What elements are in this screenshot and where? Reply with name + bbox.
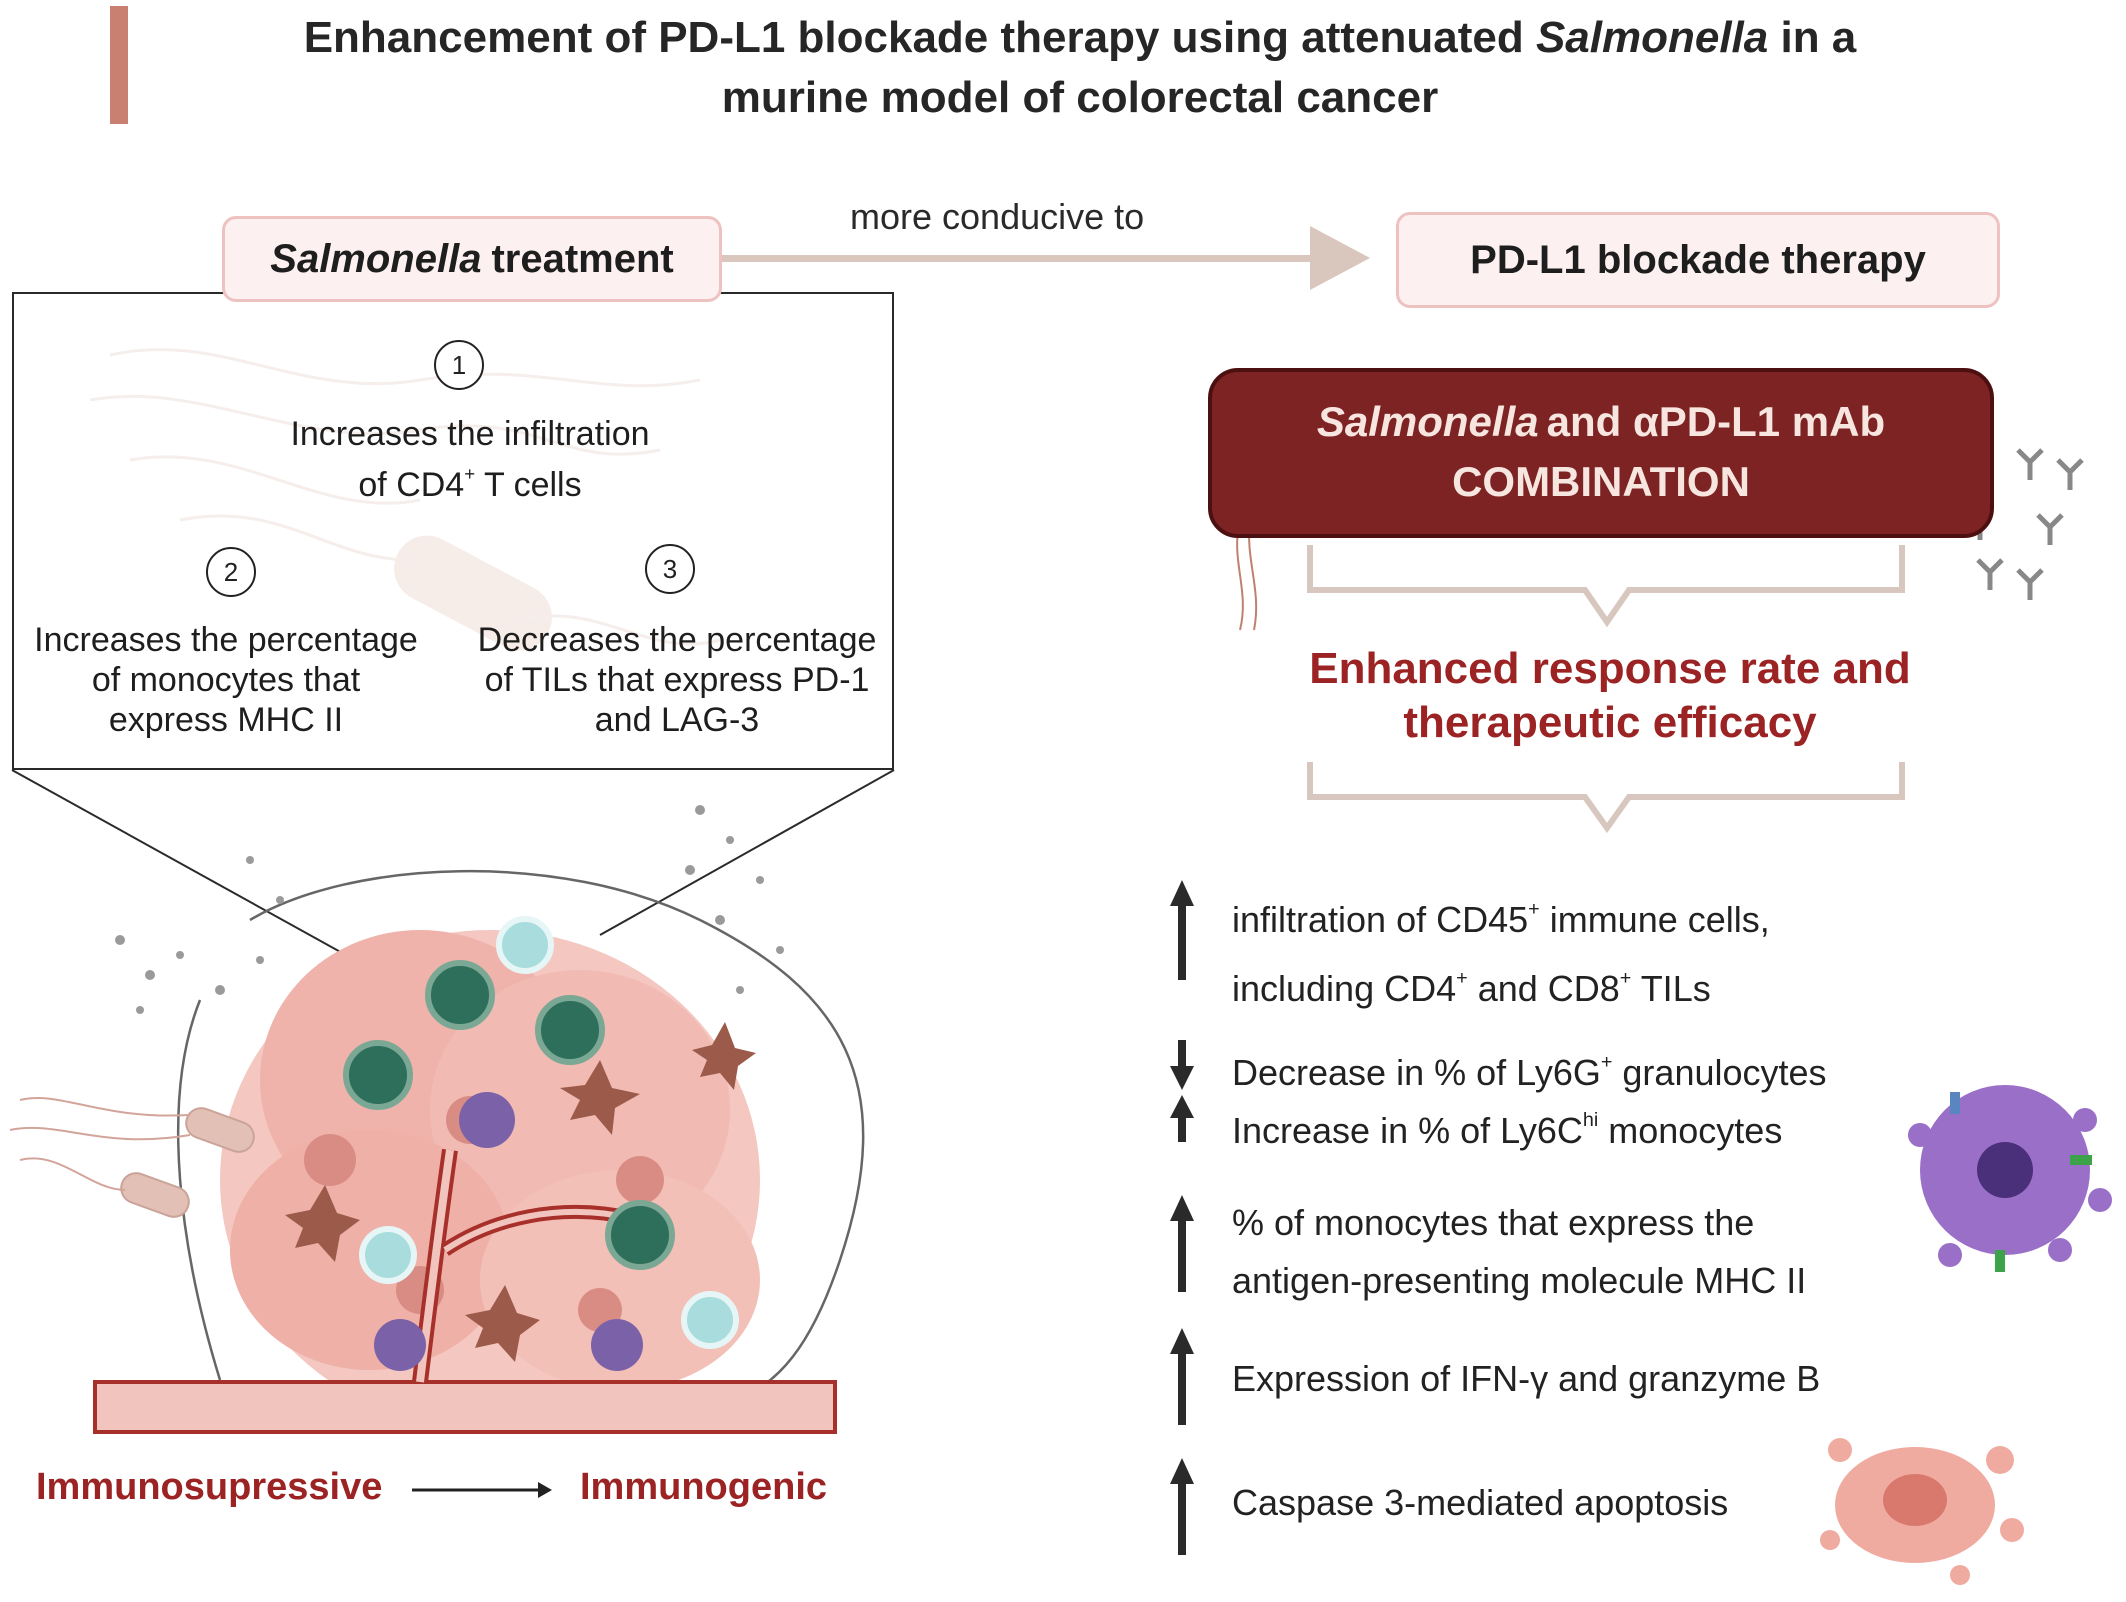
- blood-vessel: [93, 1148, 837, 1434]
- effect-number-3: 3: [645, 544, 695, 594]
- bracket-top: [1307, 545, 1905, 628]
- effect-number-2: 2: [206, 547, 256, 597]
- outcome-6: Caspase 3-mediated apoptosis: [1232, 1482, 1729, 1523]
- outcome-1: infiltration of CD45+ immune cells, incl…: [1232, 880, 1770, 1018]
- outcome-3-b: monocytes: [1598, 1109, 1783, 1151]
- effect-3-line3: and LAG-3: [594, 701, 760, 739]
- cyan-cells: [359, 916, 739, 1349]
- title-part1: Enhancement of PD-L1 blockade therapy us…: [303, 13, 1524, 62]
- outcome-2-a-sup: +: [1600, 1051, 1613, 1073]
- effect-1-line2-pre: of CD4: [358, 465, 465, 504]
- macrophage-cells: [285, 1022, 756, 1362]
- salmonella-treatment-box: Salmonella treatment: [222, 216, 722, 302]
- pdl1-therapy-box: PD-L1 blockade therapy: [1396, 212, 2000, 308]
- effect-2-line1: Increases the percentage: [34, 621, 418, 659]
- title-accent-bar: [110, 6, 128, 124]
- enhanced-response-text: Enhanced response rate and therapeutic e…: [1240, 642, 1980, 750]
- outcome-1-a: infiltration of CD45: [1232, 898, 1529, 940]
- outcome-3-a-sup: hi: [1582, 1109, 1599, 1131]
- therapy-label: PD-L1 blockade therapy: [1470, 237, 1926, 282]
- monocyte-icon: [1908, 1085, 2112, 1272]
- outcome-1-b: immune cells,: [1539, 898, 1770, 940]
- label-immunogenic: Immunogenic: [580, 1466, 828, 1508]
- outcome-1-e: TILs: [1631, 967, 1711, 1009]
- outcome-1-a-sup: +: [1528, 898, 1540, 920]
- effect-2-line2: of monocytes that: [91, 661, 361, 699]
- outcome-2: Decrease in % of Ly6G+ granulocytes: [1232, 1033, 1827, 1102]
- outcome-2-a: Decrease in % of Ly6G: [1232, 1051, 1601, 1093]
- outcome-arrows: [1170, 880, 1194, 1555]
- zoom-line-right: [599, 769, 895, 936]
- combination-italic: Salmonella: [1316, 398, 1539, 445]
- title-part2: in a: [1780, 13, 1857, 62]
- bottom-arrow: [412, 1482, 552, 1498]
- outcome-1-d-sup: +: [1619, 966, 1632, 989]
- cytokine-dots: [115, 805, 784, 1014]
- zoom-line-left: [11, 769, 401, 986]
- effect-1: Increases the infiltration of CD4+ T cel…: [230, 414, 710, 505]
- bracket-bottom: [1307, 762, 1905, 834]
- outcome-4-line2: antigen-presenting molecule MHC II: [1232, 1260, 1807, 1301]
- outcome-1-c: including CD4: [1232, 967, 1457, 1009]
- apoptotic-cell-icon: [1820, 1438, 2024, 1585]
- effect-1-sup: +: [464, 463, 476, 484]
- effect-3-line2: of TILs that express PD-1: [484, 661, 870, 699]
- effect-3-line1: Decreases the percentage: [477, 621, 877, 659]
- conducive-arrow: [722, 226, 1370, 290]
- outcome-2-b: granulocytes: [1612, 1051, 1827, 1093]
- arrow-label: more conducive to: [850, 196, 1145, 237]
- outcome-3: Increase in % of Ly6Chi monocytes: [1232, 1091, 1782, 1160]
- salmonella-near-tumor: [9, 1096, 255, 1218]
- title-italic: Salmonella: [1535, 13, 1769, 62]
- effect-2-line3: express MHC II: [108, 701, 344, 739]
- effect-1-line2-post: T cells: [475, 465, 582, 504]
- effect-number-1: 1: [434, 340, 484, 390]
- treatment-italic: Salmonella: [270, 236, 482, 281]
- t-cells: [343, 960, 675, 1270]
- dendritic-cells: [374, 1092, 643, 1371]
- effect-2: Increases the percentage of monocytes th…: [14, 620, 438, 740]
- effect-3: Decreases the percentage of TILs that ex…: [462, 620, 892, 740]
- treatment-label: treatment: [491, 236, 674, 281]
- outcome-1-c-sup: +: [1456, 966, 1468, 989]
- outcome-5: Expression of IFN-γ and granzyme B: [1232, 1358, 1821, 1399]
- title-line2: murine model of colorectal cancer: [721, 73, 1439, 122]
- enhanced-line2: therapeutic efficacy: [1403, 698, 1817, 747]
- outcome-4: % of monocytes that express the antigen-…: [1232, 1194, 1806, 1310]
- outcome-1-d: and CD8: [1467, 967, 1620, 1009]
- outcome-4-line1: % of monocytes that express the: [1232, 1202, 1755, 1243]
- combination-line2: COMBINATION: [1452, 458, 1750, 505]
- combination-line1-rest: and αPD-L1 mAb: [1546, 398, 1886, 445]
- enhanced-line1: Enhanced response rate and: [1309, 644, 1911, 693]
- figure-title: Enhancement of PD-L1 blockade therapy us…: [160, 8, 2000, 128]
- outcome-3-a: Increase in % of Ly6C: [1232, 1109, 1583, 1151]
- effect-1-line1: Increases the infiltration: [290, 415, 650, 453]
- label-immunosuppressive: Immunosupressive: [36, 1466, 383, 1508]
- salmonella-illustration-faint: [89, 348, 721, 651]
